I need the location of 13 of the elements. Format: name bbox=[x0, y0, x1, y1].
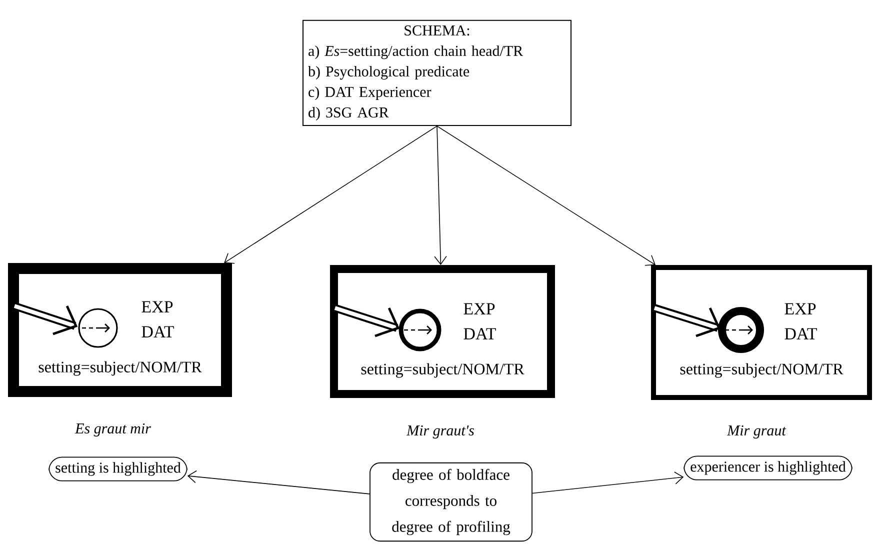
arrow bbox=[436, 126, 656, 266]
arrow bbox=[532, 472, 684, 494]
note-box: degree of boldface corresponds to degree of profiling bbox=[370, 462, 532, 542]
frame-box: EXP DAT setting=subject/NOM/TR bbox=[8, 263, 232, 397]
schema-box: SCHEMA: a) Es=setting/action chain head/TR b) Psychological predicate c) DAT Experiencer d) 3SG AGR bbox=[302, 20, 572, 126]
example-sentence: Mir graut bbox=[726, 425, 786, 439]
example-sentence: Mir graut's bbox=[406, 425, 474, 439]
arrow bbox=[224, 126, 438, 264]
frame-box: EXP DAT setting=subject/NOM/TR bbox=[330, 265, 555, 398]
example-sentence: Es graut mir bbox=[74, 423, 151, 437]
arrow bbox=[187, 470, 370, 494]
frame-box: EXP DAT setting=subject/NOM/TR bbox=[651, 265, 872, 400]
arrow bbox=[434, 126, 447, 265]
